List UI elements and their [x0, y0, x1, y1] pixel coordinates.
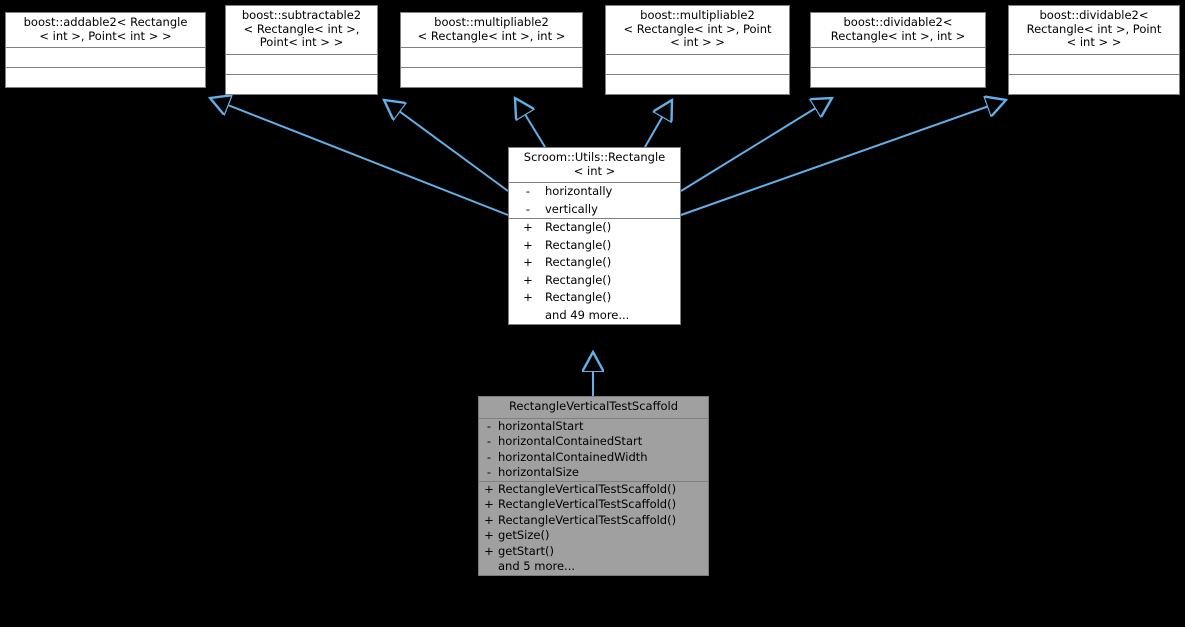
- visibility-marker: -: [486, 465, 492, 479]
- edge-rectangle-to-dividable2-point: [680, 100, 1006, 216]
- operation-row[interactable]: + Rectangle(): [509, 219, 680, 237]
- class-title: Scroom::Utils::Rectangle < int >: [509, 148, 680, 183]
- attribute-name: horizontalStart: [498, 418, 584, 433]
- visibility-marker: +: [484, 481, 494, 496]
- class-title: RectangleVerticalTestScaffold: [479, 397, 708, 419]
- visibility-marker: +: [523, 290, 533, 304]
- attributes-compartment: [6, 48, 205, 68]
- visibility-marker: +: [484, 528, 494, 542]
- attributes-compartment: - horizontalStart - horizontalContainedS…: [479, 419, 708, 482]
- operation-name: RectangleVerticalTestScaffold(): [498, 497, 677, 511]
- operations-compartment: + RectangleVerticalTestScaffold() + Rect…: [479, 482, 708, 575]
- attributes-compartment: [1009, 55, 1179, 75]
- visibility-marker: -: [486, 418, 492, 433]
- operations-compartment: [1009, 75, 1179, 94]
- attribute-name: horizontalContainedWidth: [498, 449, 648, 464]
- visibility-marker: -: [486, 449, 492, 464]
- visibility-marker: +: [484, 543, 494, 558]
- visibility-marker: -: [525, 201, 531, 216]
- operation-row[interactable]: + getStart(): [479, 544, 708, 560]
- operation-name: Rectangle(): [545, 220, 612, 234]
- operation-name: Rectangle(): [545, 272, 612, 287]
- operation-row[interactable]: + Rectangle(): [509, 237, 680, 255]
- class-node-dividable2-int[interactable]: boost::dividable2< Rectangle< int >, int…: [810, 12, 986, 88]
- class-node-addable2[interactable]: boost::addable2< Rectangle < int >, Poin…: [5, 12, 206, 88]
- edge-rectangle-to-dividable2-int: [680, 98, 832, 192]
- visibility-marker: +: [523, 237, 533, 252]
- operations-compartment: [226, 75, 377, 94]
- more-members-row[interactable]: and 49 more...: [509, 307, 680, 325]
- edge-rectangle-to-addable2: [210, 98, 509, 216]
- more-members-row[interactable]: and 5 more...: [479, 559, 708, 575]
- attribute-name: horizontalContainedStart: [498, 434, 643, 448]
- operations-compartment: [811, 68, 985, 87]
- edge-rectangle-to-multipliable2-point: [644, 100, 672, 148]
- class-node-dividable2-point[interactable]: boost::dividable2< Rectangle< int >, Poi…: [1008, 5, 1180, 95]
- class-title: boost::dividable2< Rectangle< int >, Poi…: [1009, 6, 1179, 55]
- operation-row[interactable]: + Rectangle(): [509, 272, 680, 290]
- visibility-marker: +: [484, 512, 494, 527]
- operations-compartment: [6, 68, 205, 87]
- operations-compartment: [401, 68, 582, 87]
- visibility-marker: +: [484, 497, 494, 511]
- visibility-marker: +: [523, 272, 533, 287]
- attribute-row[interactable]: - vertically: [509, 201, 680, 219]
- class-node-multipliable2-point[interactable]: boost::multipliable2 < Rectangle< int >,…: [605, 5, 790, 95]
- operation-row[interactable]: + getSize(): [479, 528, 708, 544]
- class-title: boost::multipliable2 < Rectangle< int >,…: [401, 13, 582, 48]
- class-node-subtractable2[interactable]: boost::subtractable2 < Rectangle< int >,…: [225, 5, 378, 95]
- visibility-marker: -: [525, 184, 531, 198]
- class-title: boost::multipliable2 < Rectangle< int >,…: [606, 6, 789, 55]
- class-node-multipliable2-int[interactable]: boost::multipliable2 < Rectangle< int >,…: [400, 12, 583, 88]
- attribute-name: horizontally: [545, 184, 613, 198]
- operation-row[interactable]: + Rectangle(): [509, 289, 680, 307]
- attribute-row[interactable]: - horizontally: [509, 183, 680, 201]
- edge-rectangle-to-subtractable2: [384, 100, 509, 192]
- operation-row[interactable]: + RectangleVerticalTestScaffold(): [479, 513, 708, 529]
- operation-row[interactable]: + RectangleVerticalTestScaffold(): [479, 497, 708, 513]
- attributes-compartment: - horizontally - vertically: [509, 183, 680, 219]
- operation-row[interactable]: + Rectangle(): [509, 254, 680, 272]
- attribute-row[interactable]: - horizontalStart: [479, 419, 708, 435]
- operations-compartment: [606, 75, 789, 94]
- class-title: boost::dividable2< Rectangle< int >, int…: [811, 13, 985, 48]
- class-node-scaffold[interactable]: RectangleVerticalTestScaffold - horizont…: [478, 396, 709, 576]
- attribute-row[interactable]: - horizontalSize: [479, 465, 708, 481]
- operation-name: Rectangle(): [545, 290, 612, 304]
- visibility-marker: +: [523, 255, 533, 269]
- operation-name: getSize(): [498, 528, 550, 542]
- attribute-name: vertically: [545, 201, 598, 216]
- more-members-label: and 49 more...: [545, 307, 630, 322]
- operation-name: getStart(): [498, 543, 554, 558]
- operation-name: Rectangle(): [545, 237, 612, 252]
- edge-rectangle-to-multipliable2-int: [515, 98, 546, 148]
- attribute-row[interactable]: - horizontalContainedWidth: [479, 450, 708, 466]
- operations-compartment: + Rectangle() + Rectangle() + Rectangle(…: [509, 219, 680, 324]
- class-title: boost::addable2< Rectangle < int >, Poin…: [6, 13, 205, 48]
- operation-name: RectangleVerticalTestScaffold(): [498, 481, 677, 496]
- more-members-label: and 5 more...: [498, 559, 576, 573]
- class-node-rectangle[interactable]: Scroom::Utils::Rectangle < int > - horiz…: [508, 147, 681, 325]
- attribute-row[interactable]: - horizontalContainedStart: [479, 434, 708, 450]
- attributes-compartment: [401, 48, 582, 68]
- attributes-compartment: [606, 55, 789, 75]
- attributes-compartment: [811, 48, 985, 68]
- operation-name: RectangleVerticalTestScaffold(): [498, 512, 677, 527]
- class-title: boost::subtractable2 < Rectangle< int >,…: [226, 6, 377, 55]
- operation-row[interactable]: + RectangleVerticalTestScaffold(): [479, 482, 708, 498]
- visibility-marker: -: [486, 434, 492, 448]
- attributes-compartment: [226, 55, 377, 75]
- attribute-name: horizontalSize: [498, 465, 579, 479]
- operation-name: Rectangle(): [545, 255, 612, 269]
- visibility-marker: +: [523, 220, 533, 234]
